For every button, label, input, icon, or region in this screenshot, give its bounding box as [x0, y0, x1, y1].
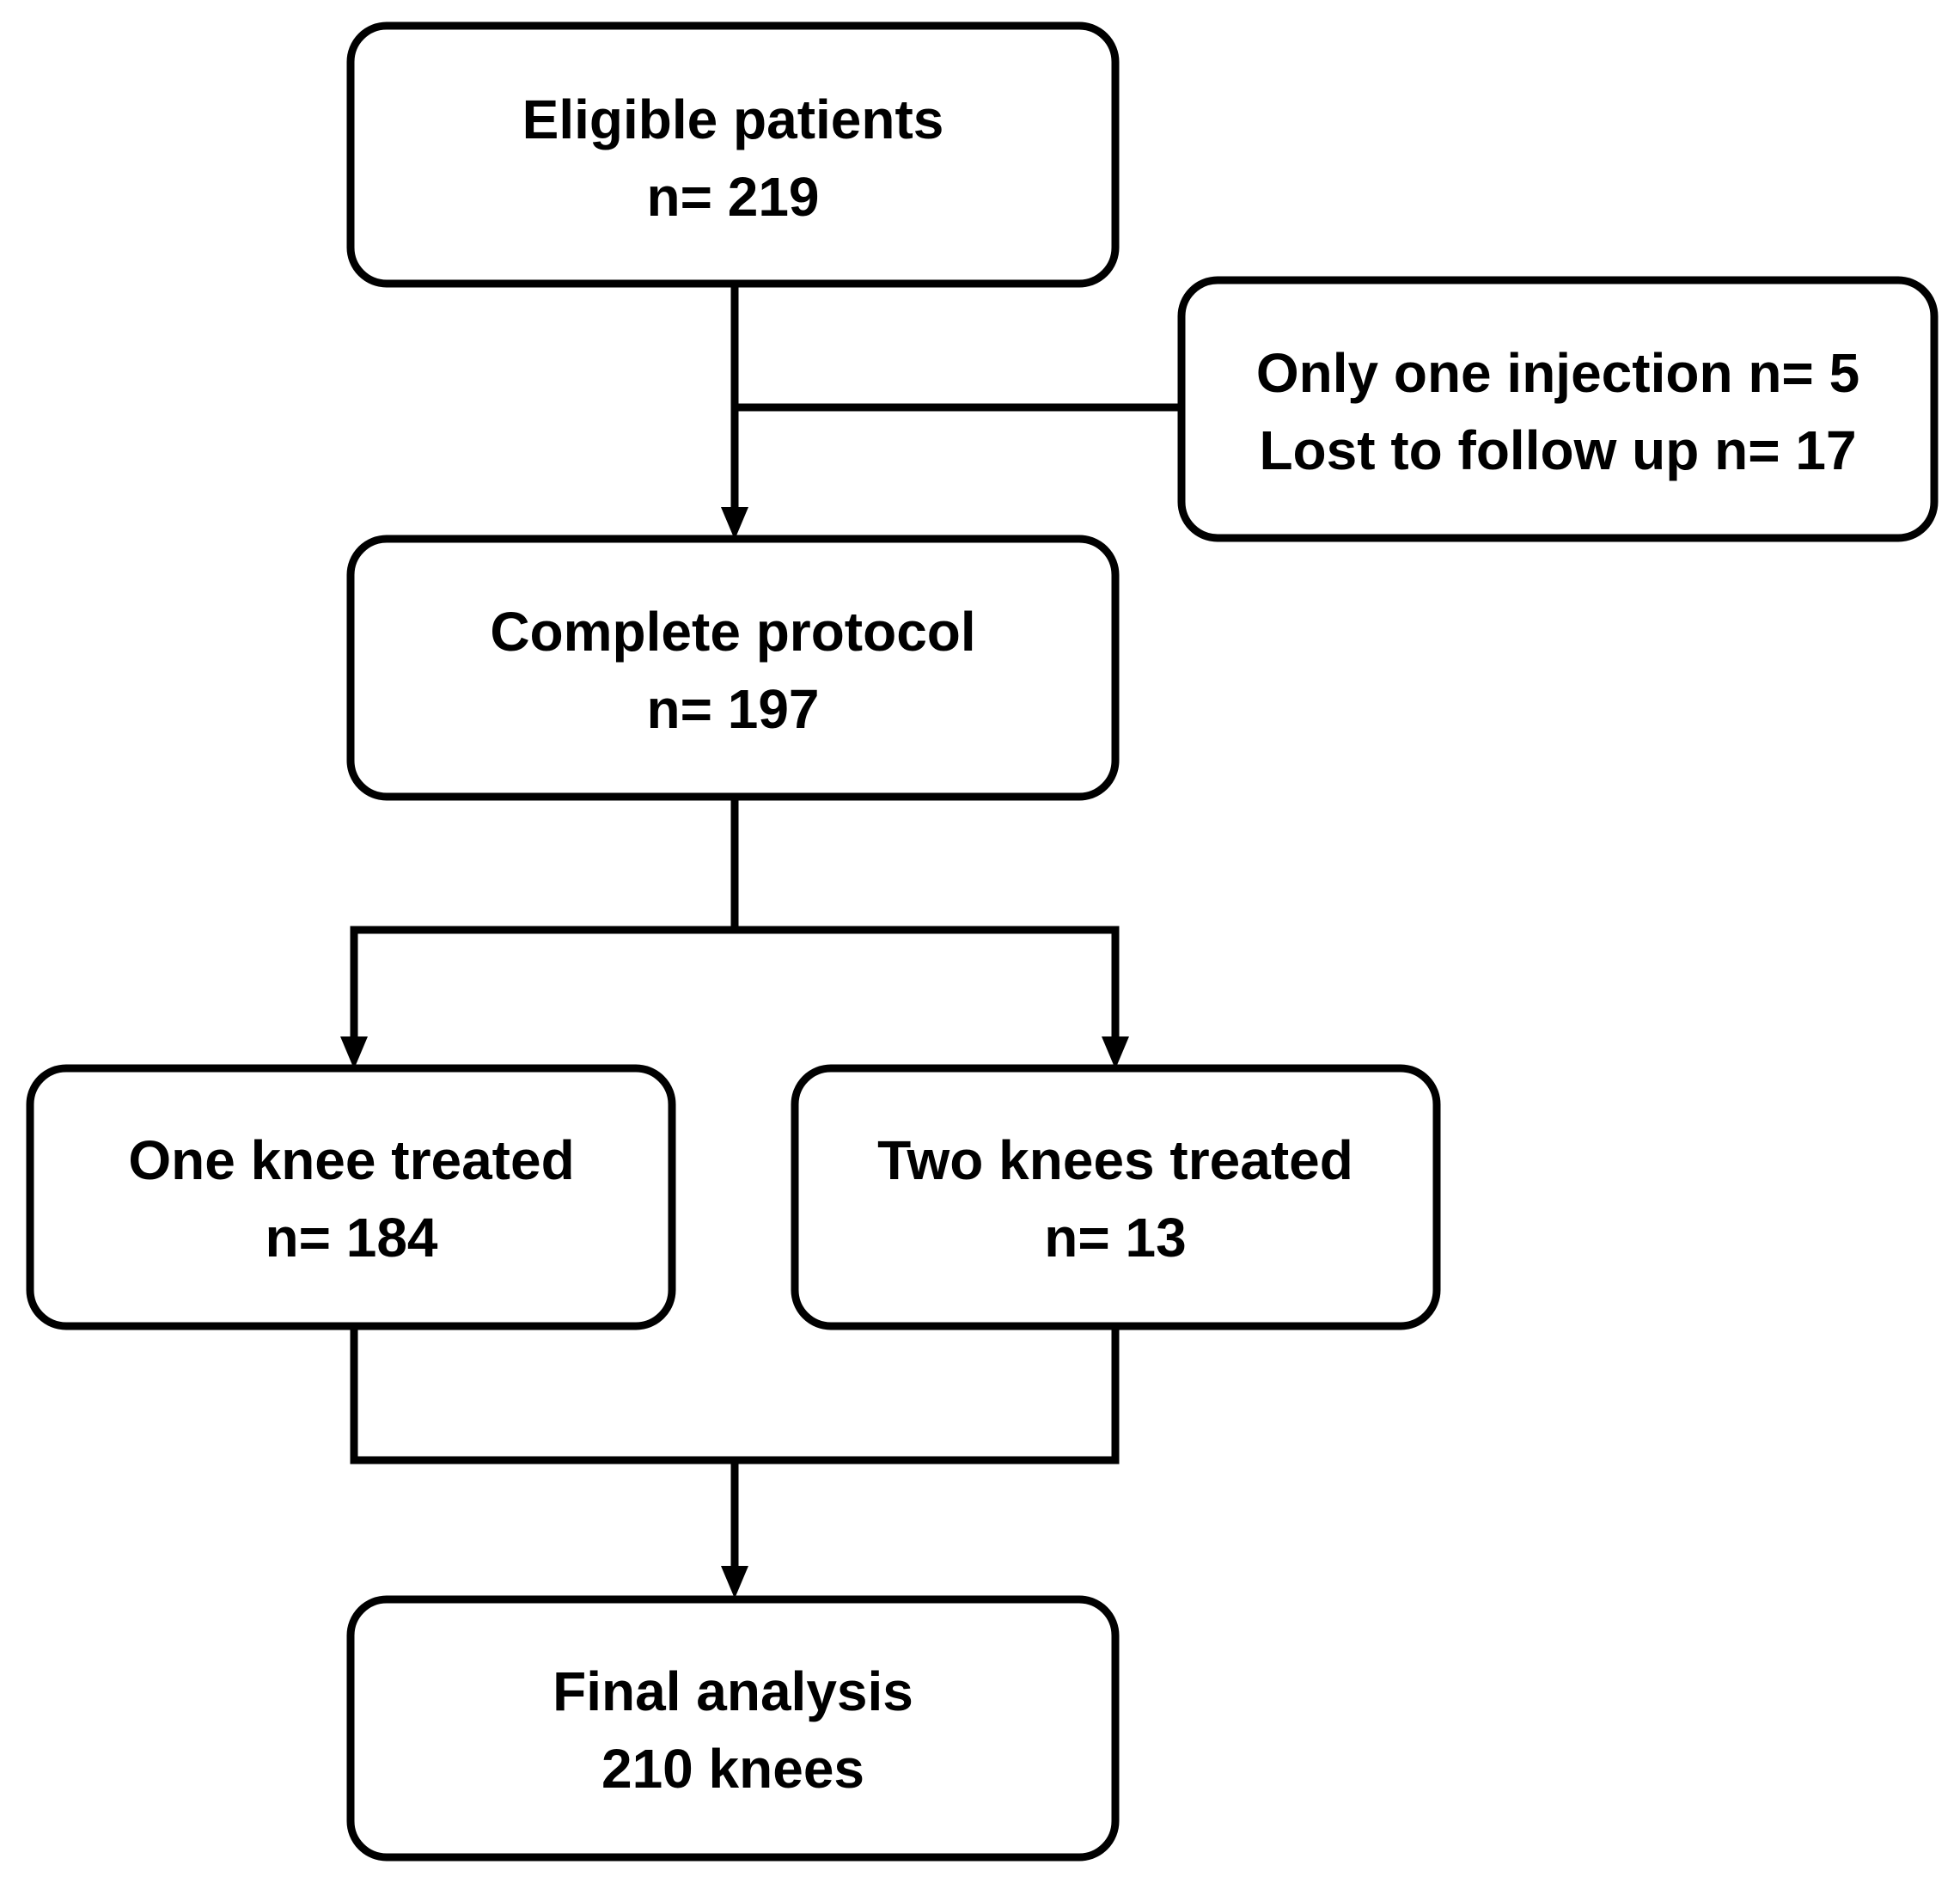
- arrowhead-to-two-knees: [1102, 1036, 1129, 1069]
- excluded-only-one-injection: Only one injection n= 5: [1256, 342, 1859, 404]
- final-analysis-title: Final analysis: [553, 1660, 913, 1722]
- eligible-patients-count: n= 219: [646, 166, 819, 228]
- eligible-patients-title: Eligible patients: [522, 89, 944, 150]
- one-knee-treated-box: One knee treated n= 184: [26, 1064, 676, 1330]
- complete-protocol-title: Complete protocol: [490, 601, 975, 663]
- complete-protocol-count: n= 197: [646, 678, 819, 740]
- one-knee-treated-title: One knee treated: [128, 1129, 574, 1191]
- eligible-patients-box: Eligible patients n= 219: [346, 21, 1120, 288]
- complete-protocol-box: Complete protocol n= 197: [346, 535, 1120, 801]
- connector-merge-bar: [350, 1324, 1120, 1464]
- excluded-lost-to-follow-up: Lost to follow up n= 17: [1259, 419, 1856, 481]
- connector-split-bar: [350, 926, 1120, 1040]
- two-knees-treated-box: Two knees treated n= 13: [791, 1064, 1441, 1330]
- arrowhead-to-final: [721, 1566, 748, 1599]
- final-analysis-count: 210 knees: [601, 1738, 864, 1800]
- arrowhead-to-complete: [721, 507, 748, 540]
- one-knee-treated-count: n= 184: [265, 1207, 437, 1269]
- two-knees-treated-count: n= 13: [1044, 1207, 1186, 1269]
- two-knees-treated-title: Two knees treated: [877, 1129, 1353, 1191]
- connectors: [340, 284, 1181, 1599]
- arrowhead-to-one-knee: [340, 1036, 368, 1069]
- final-analysis-box: Final analysis 210 knees: [346, 1595, 1120, 1862]
- excluded-box: Only one injection n= 5 Lost to follow u…: [1177, 276, 1939, 542]
